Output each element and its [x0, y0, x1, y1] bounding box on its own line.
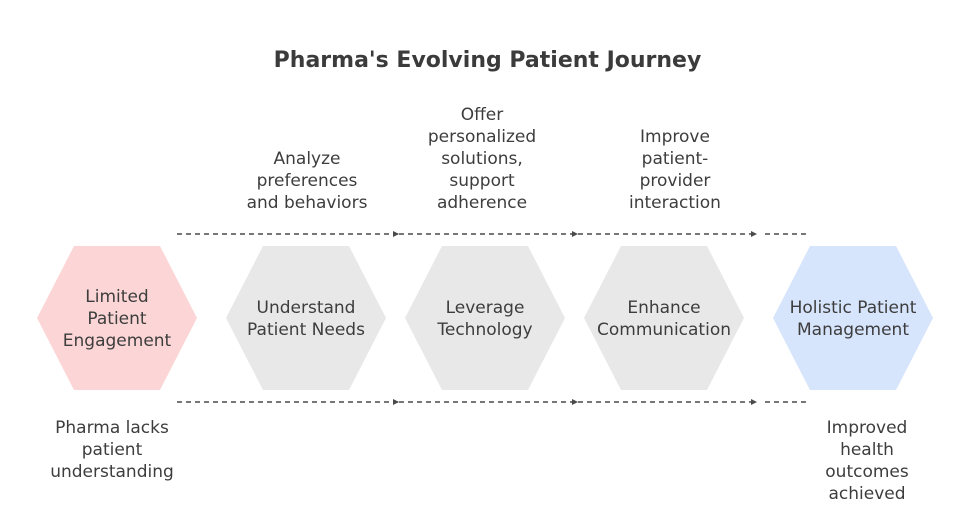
bottom-connector-1-arrowhead — [393, 399, 399, 405]
top-note-offer: Offer personalized solutions, support ad… — [427, 105, 537, 213]
top-note-improve: Improve patient- provider interaction — [629, 127, 721, 213]
hexagon-label-line: Patient Needs — [247, 320, 365, 340]
top-connector-2-arrowhead — [572, 231, 578, 237]
top-connector-3-arrowhead — [751, 231, 757, 237]
bottom-note-end: Improved health outcomes achieved — [825, 418, 909, 504]
hexagon-label-line: Leverage — [446, 298, 525, 318]
bottom-note-start: Pharma lacks patient understanding — [50, 418, 174, 482]
bottom-connector-2-arrowhead — [572, 399, 578, 405]
diagram-title: Pharma's Evolving Patient Journey — [273, 48, 702, 73]
top-note-analyze: Analyze preferences and behaviors — [246, 149, 368, 213]
hexagon-label-line: Patient — [87, 309, 147, 329]
top-connector-1-arrowhead — [393, 231, 399, 237]
hexagon-label-line: Holistic Patient — [790, 298, 917, 318]
hexagon-shape-2 — [226, 246, 386, 390]
hexagon-label-line: Limited — [85, 287, 148, 307]
hexagon-label-line: Technology — [436, 320, 532, 340]
hexagon-shape-4 — [584, 246, 744, 390]
hexagon-label-line: Enhance — [627, 298, 700, 318]
hexagon-label-line: Engagement — [63, 331, 172, 351]
hexagon-label-line: Understand — [257, 298, 356, 318]
hexagon-shape-1 — [37, 246, 197, 390]
hexagon-shape-5 — [773, 246, 933, 390]
hexagon-shape-3 — [405, 246, 565, 390]
bottom-connector-3-arrowhead — [751, 399, 757, 405]
hexagon-label-line: Management — [797, 320, 909, 340]
hexagon-label-line: Communication — [597, 320, 731, 340]
